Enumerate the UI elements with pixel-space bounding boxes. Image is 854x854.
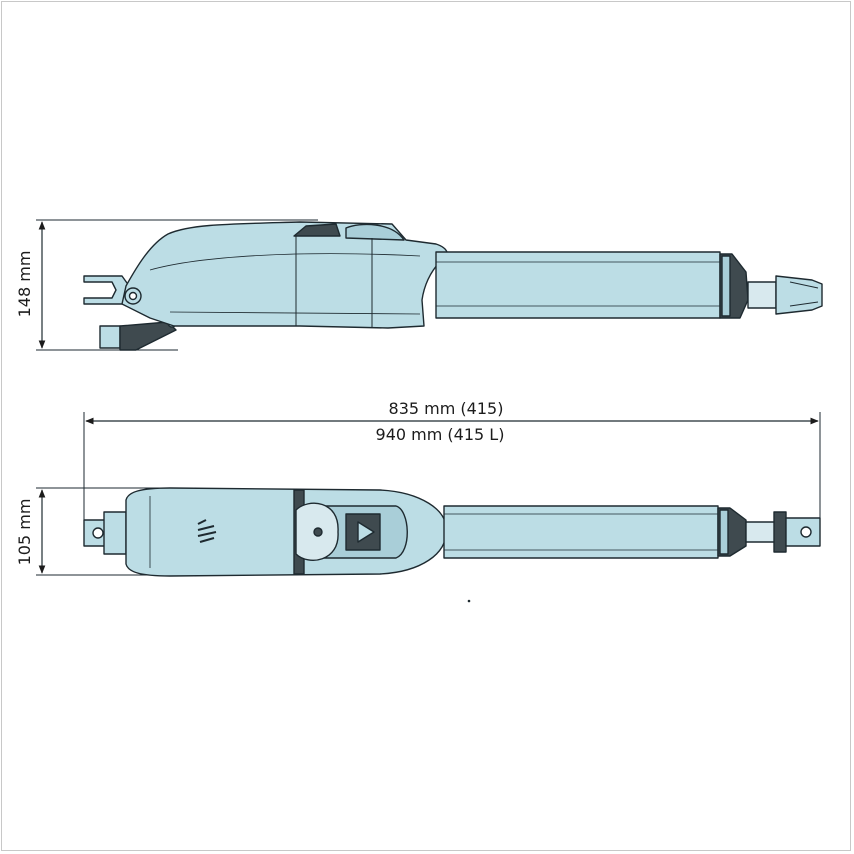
brand-logo xyxy=(196,519,218,544)
front-fork-slot-1 xyxy=(789,281,819,289)
bottom-mount xyxy=(119,321,177,351)
end-cap-ring-top xyxy=(719,509,729,555)
height-label-top: 105 mm xyxy=(15,499,34,566)
housing-bottom-line xyxy=(169,311,421,315)
side-view xyxy=(36,219,823,351)
front-eye-hole xyxy=(800,526,812,538)
cover-latch xyxy=(293,223,341,237)
release-knob-center xyxy=(313,527,323,537)
length-label-835: 835 mm (415) xyxy=(389,399,504,418)
front-fork-slot-2 xyxy=(789,301,819,307)
rear-bracket-block xyxy=(103,511,127,555)
rear-bracket-hole xyxy=(92,527,104,539)
front-fork xyxy=(775,275,823,315)
piston-tube-top xyxy=(443,505,719,559)
end-cap-ring xyxy=(721,255,731,317)
length-label-940: 940 mm (415 L) xyxy=(376,425,505,444)
stray-dot xyxy=(467,599,471,603)
height-label-side: 148 mm xyxy=(15,251,34,318)
release-arrow xyxy=(357,521,375,543)
pivot-pin xyxy=(128,291,138,301)
piston-rod-top xyxy=(745,521,777,543)
motor-housing xyxy=(121,221,448,329)
piston-tube xyxy=(435,251,721,319)
cover-top xyxy=(345,223,405,241)
rod-collar xyxy=(773,511,787,553)
piston-rod xyxy=(747,281,777,309)
cable-gland xyxy=(99,325,121,349)
top-view xyxy=(36,412,821,577)
housing-contour-line xyxy=(149,253,421,271)
